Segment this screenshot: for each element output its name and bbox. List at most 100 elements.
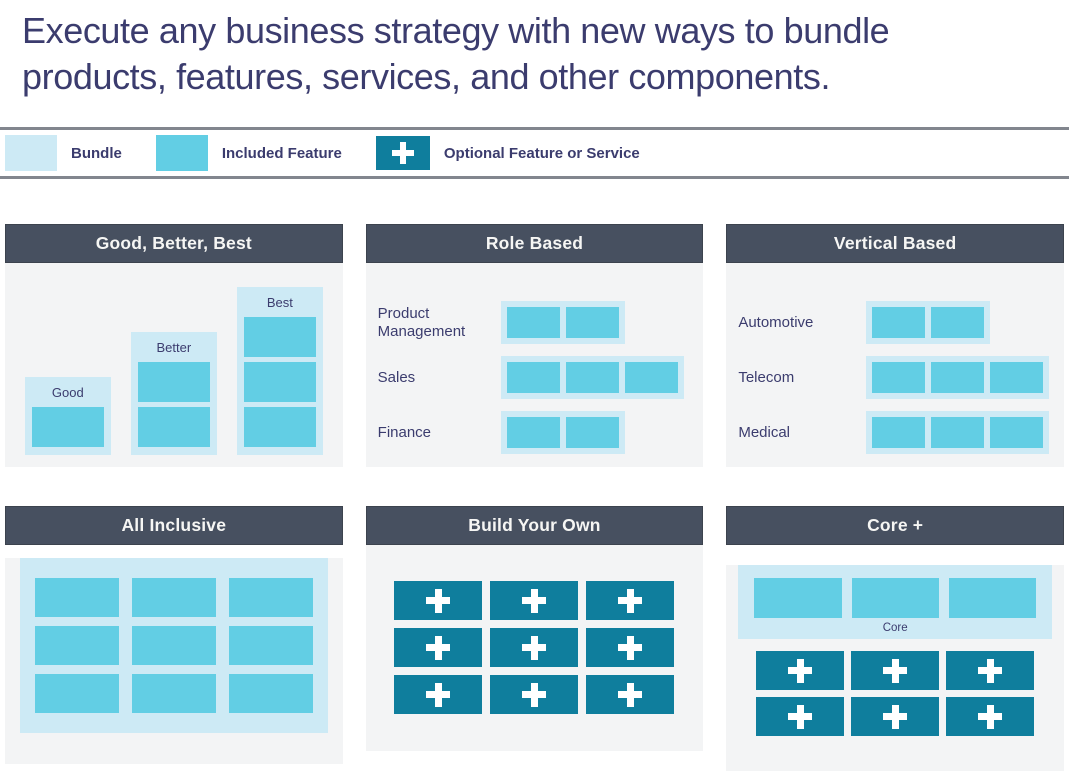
row-bundle <box>500 301 625 344</box>
panel-header: Vertical Based <box>726 224 1064 263</box>
plus-icon <box>851 697 940 736</box>
divider-top <box>0 127 1069 130</box>
row-bundle <box>866 411 1050 454</box>
plus-icon <box>490 628 579 667</box>
page-title: Execute any business strategy with new w… <box>22 8 1069 100</box>
optional-feature-block <box>946 651 1035 690</box>
row-label: Sales <box>377 368 416 386</box>
bundle-tier-good: Good <box>24 377 111 455</box>
divider-bottom <box>0 176 1069 179</box>
plus-icon <box>490 675 579 714</box>
row-label: Telecom <box>738 368 795 386</box>
row-bundle <box>866 356 1050 399</box>
plus-icon <box>394 581 483 620</box>
plus-icon <box>756 697 845 736</box>
plus-icon <box>394 675 483 714</box>
row-label: Finance <box>377 423 432 441</box>
legend-item-bundle: Bundle <box>5 135 122 171</box>
optional-feature-grid <box>366 545 704 714</box>
panel-header: Build Your Own <box>365 506 704 545</box>
panel-good-better-best: Good, Better, Best Good Better Best <box>5 224 343 467</box>
panel-body: Product Management Sales Finance <box>365 263 704 467</box>
plus-icon <box>586 581 675 620</box>
optional-feature-block <box>586 581 675 620</box>
included-feature-block <box>35 578 119 617</box>
legend-item-included-feature: Included Feature <box>155 135 342 171</box>
bundle-tier-best: Best <box>236 287 323 455</box>
included-feature-block <box>506 307 560 338</box>
included-feature-block <box>243 407 316 447</box>
panel-body: Automotive Telecom Medical <box>726 263 1064 467</box>
row-automotive: Automotive <box>738 301 1064 344</box>
included-feature-block <box>131 578 216 617</box>
tier-label: Good <box>51 385 84 400</box>
panel-body <box>365 545 704 751</box>
plus-icon <box>851 651 940 690</box>
row-bundle <box>500 411 625 454</box>
included-feature-block <box>565 362 619 393</box>
plus-icon <box>586 628 675 667</box>
optional-feature-grid <box>726 651 1064 736</box>
plus-icon <box>946 651 1035 690</box>
row-label: Automotive <box>738 313 814 331</box>
tier-label: Better <box>156 340 192 355</box>
panel-header: Good, Better, Best <box>5 224 343 263</box>
included-feature-block <box>131 626 216 665</box>
included-feature-block <box>228 578 313 617</box>
page-title-line1: Execute any business strategy with new w… <box>22 10 890 51</box>
optional-feature-block <box>394 675 483 714</box>
included-feature-block <box>243 317 316 357</box>
panel-title: Build Your Own <box>468 515 601 535</box>
included-feature-block <box>872 307 926 338</box>
panel-header: All Inclusive <box>5 506 343 545</box>
panel-body: Good Better Best <box>5 263 343 467</box>
panel-title: Role Based <box>485 233 584 253</box>
optional-feature-block <box>946 697 1035 736</box>
included-feature-block <box>872 362 926 393</box>
included-feature-block <box>948 578 1036 618</box>
panel-title: Good, Better, Best <box>95 233 252 253</box>
panel-body <box>5 558 343 764</box>
legend: Bundle Included Feature Optional Feature… <box>0 130 1069 176</box>
optional-feature-block <box>586 675 675 714</box>
optional-feature-block <box>851 697 940 736</box>
legend-label-included-feature: Included Feature <box>221 144 342 162</box>
included-feature-block <box>506 417 560 448</box>
row-label: Product Management <box>377 305 466 340</box>
included-feature-block <box>506 362 560 393</box>
included-feature-swatch <box>155 135 208 171</box>
included-feature-block <box>931 417 985 448</box>
panel-role-based: Role Based Product Management Sales Fina… <box>365 224 704 467</box>
panel-all-inclusive: All Inclusive <box>5 506 343 771</box>
plus-icon <box>375 136 430 170</box>
included-feature-block <box>243 362 316 402</box>
optional-feature-block <box>851 651 940 690</box>
optional-feature-block <box>756 651 845 690</box>
included-feature-block <box>228 674 313 713</box>
included-feature-block <box>931 362 985 393</box>
optional-feature-block <box>490 581 579 620</box>
included-feature-block <box>990 362 1044 393</box>
optional-feature-block <box>490 675 579 714</box>
core-bundle: Core <box>738 565 1052 639</box>
panel-vertical-based: Vertical Based Automotive Telecom Medica… <box>726 224 1064 467</box>
row-finance: Finance <box>378 411 704 454</box>
tier-label: Best <box>266 295 293 310</box>
optional-feature-block <box>756 697 845 736</box>
tier-blocks <box>243 317 316 447</box>
row-bundle <box>500 356 684 399</box>
included-feature-block <box>872 417 926 448</box>
panel-title: All Inclusive <box>121 515 227 535</box>
tier-blocks <box>137 362 210 447</box>
panel-build-your-own: Build Your Own <box>365 506 704 771</box>
plus-icon <box>946 697 1035 736</box>
included-feature-block <box>754 578 842 618</box>
legend-item-optional-feature: Optional Feature or Service <box>375 136 640 170</box>
all-inclusive-bundle <box>20 558 328 733</box>
included-feature-block <box>137 407 210 447</box>
row-product-management: Product Management <box>378 301 704 344</box>
legend-label-optional-feature: Optional Feature or Service <box>443 144 640 162</box>
optional-feature-swatch <box>375 136 430 170</box>
panel-header: Role Based <box>365 224 704 263</box>
included-feature-block <box>228 626 313 665</box>
